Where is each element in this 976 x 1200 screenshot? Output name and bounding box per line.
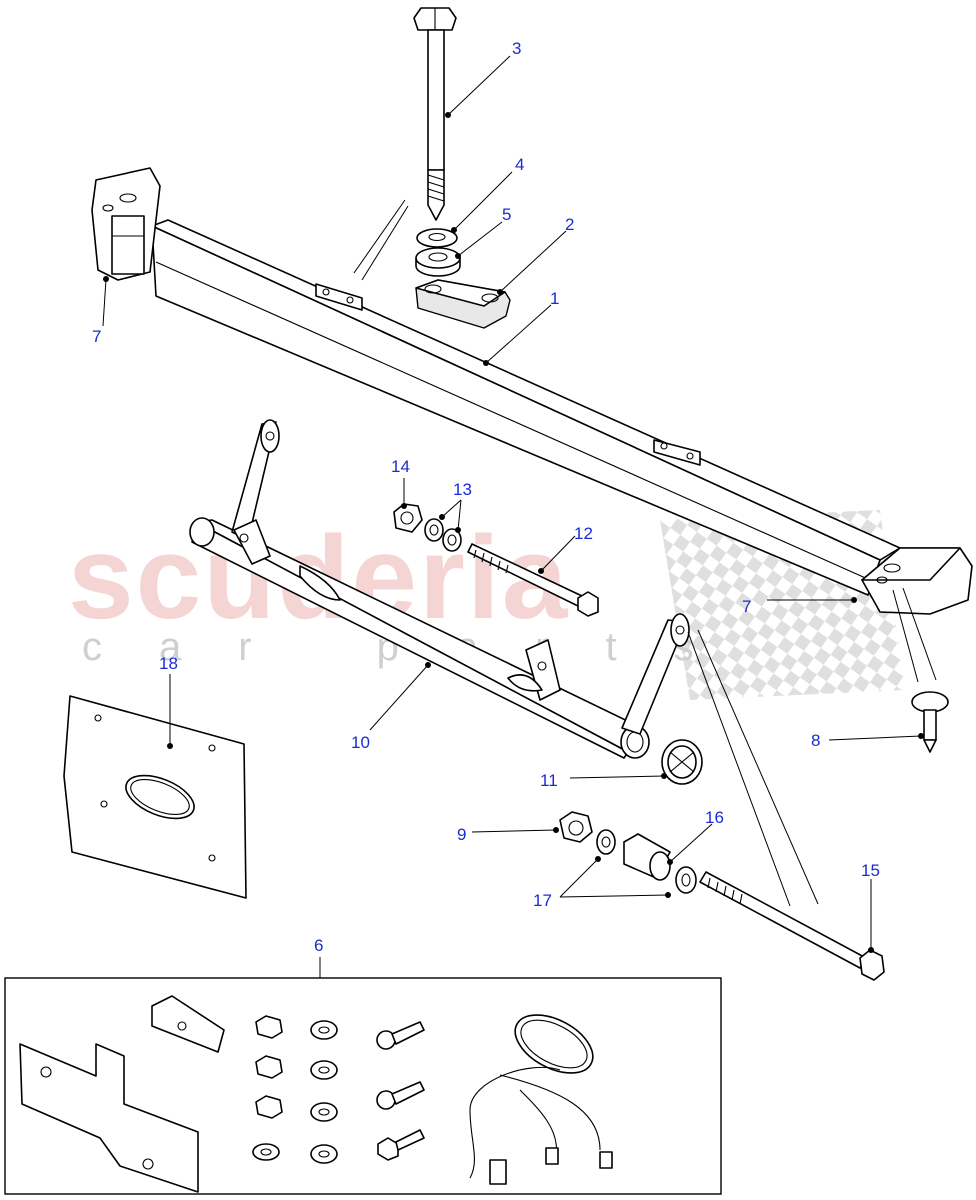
- leader-dots: [103, 112, 924, 953]
- land-rover-badge-kit: [514, 1014, 594, 1074]
- washer-17-rear: [675, 866, 697, 894]
- kit-washers: [310, 1020, 338, 1164]
- kit-spacer-block: [151, 995, 225, 1053]
- fitting-kit-box: [4, 977, 722, 1195]
- callout-7-right: 7: [742, 597, 751, 616]
- callout-7-left: 7: [92, 327, 101, 346]
- kit-bracket-plate: [19, 1043, 199, 1193]
- long-bolt-15: [699, 871, 885, 981]
- spacer-tube-16: [623, 833, 671, 881]
- leader-lines: [102, 55, 937, 978]
- nut-9: [559, 811, 593, 843]
- long-bolt: [413, 7, 457, 221]
- number-plate-18: [63, 695, 247, 899]
- tow-bar-frame: [189, 419, 690, 759]
- mounting-bracket-2: [415, 279, 511, 329]
- callout-6: 6: [314, 936, 323, 955]
- callout-12: 12: [574, 524, 593, 543]
- harness-connector: [489, 1159, 507, 1185]
- callout-5: 5: [502, 205, 511, 224]
- washers-13: [424, 518, 462, 552]
- callout-9: 9: [457, 825, 466, 844]
- land-rover-logo-plate: [125, 774, 195, 820]
- kit-screws: [376, 1021, 425, 1161]
- callout-labels: 1 2 3 4 5 6 7 7 8 9 10 11 12 13 14 15 16…: [92, 39, 880, 955]
- callout-10: 10: [351, 733, 370, 752]
- spacer-washer-5: [415, 247, 461, 277]
- kit-nuts: [252, 1015, 283, 1161]
- end-cap-right: [861, 547, 973, 615]
- callout-18: 18: [159, 654, 178, 673]
- callout-17: 17: [533, 891, 552, 910]
- callout-3: 3: [512, 39, 521, 58]
- callout-15: 15: [861, 861, 880, 880]
- callout-8: 8: [811, 731, 820, 750]
- washer-17-front: [596, 829, 616, 855]
- blanking-plug-11: [661, 739, 703, 785]
- callout-13: 13: [453, 480, 472, 499]
- plastic-rivet-8: [911, 691, 949, 753]
- callout-11: 11: [540, 771, 558, 790]
- callout-4: 4: [515, 155, 524, 174]
- end-cap-left: [91, 167, 161, 281]
- washer-4: [416, 228, 458, 248]
- callout-2: 2: [565, 215, 574, 234]
- callout-14: 14: [391, 457, 410, 476]
- bolt-12: [467, 543, 599, 617]
- callout-1: 1: [550, 289, 559, 308]
- callout-16: 16: [705, 808, 724, 827]
